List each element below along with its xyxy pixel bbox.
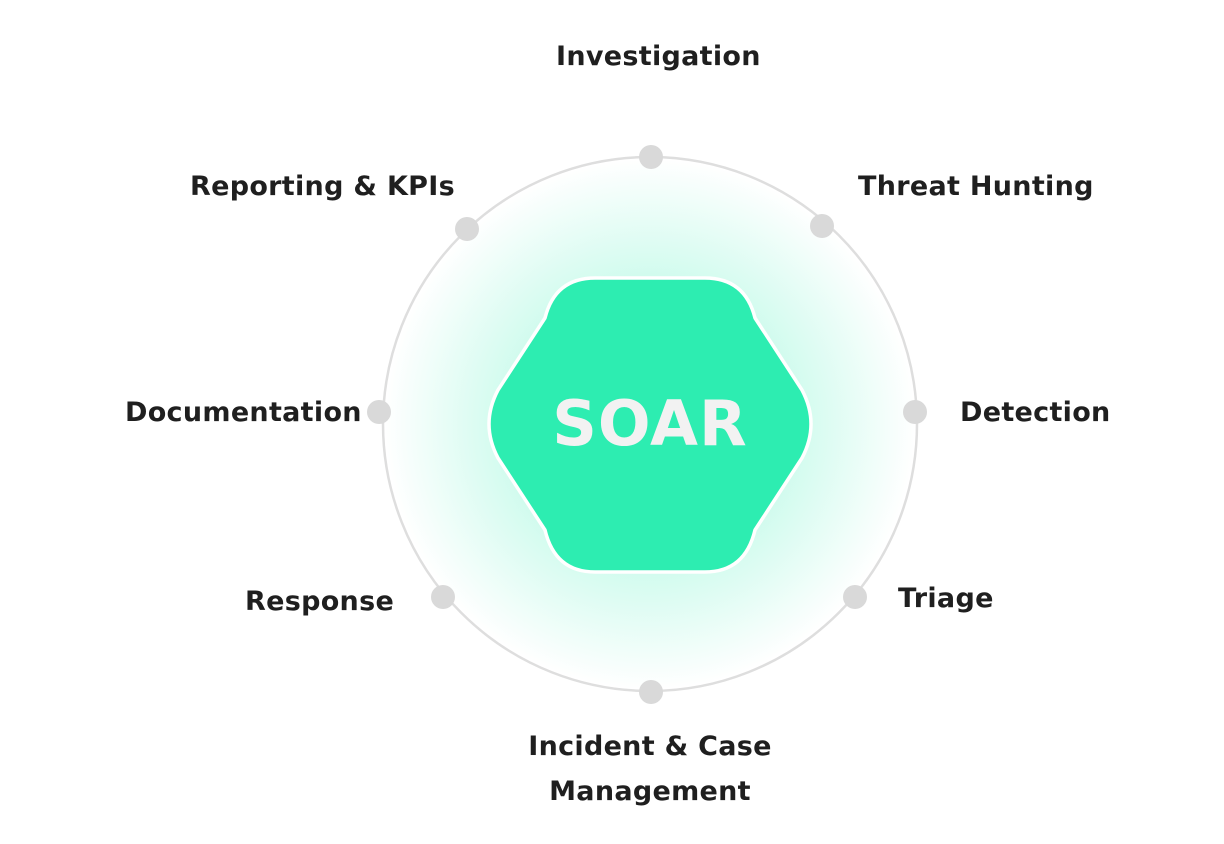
node-label-triage: Triage [898,583,994,614]
soar-hexagon [487,276,813,574]
node-dot-response [431,585,455,609]
node-dot-investigation [639,145,663,169]
node-label-response: Response [245,586,395,617]
node-label-investigation: Investigation [556,41,761,72]
node-label-incident-case-management: Incident & Case Management [528,731,772,807]
node-dot-reporting-kpis [455,217,479,241]
node-label-detection: Detection [960,397,1111,428]
node-dot-incident-case-management [639,680,663,704]
node-dot-threat-hunting [810,214,834,238]
node-label-reporting-kpis: Reporting & KPIs [190,171,455,202]
node-dot-detection [903,400,927,424]
node-label-documentation: Documentation [125,397,362,428]
node-dot-documentation [367,400,391,424]
node-label-threat-hunting: Threat Hunting [858,171,1094,202]
center-title: SOAR [552,387,747,460]
node-dot-triage [843,585,867,609]
